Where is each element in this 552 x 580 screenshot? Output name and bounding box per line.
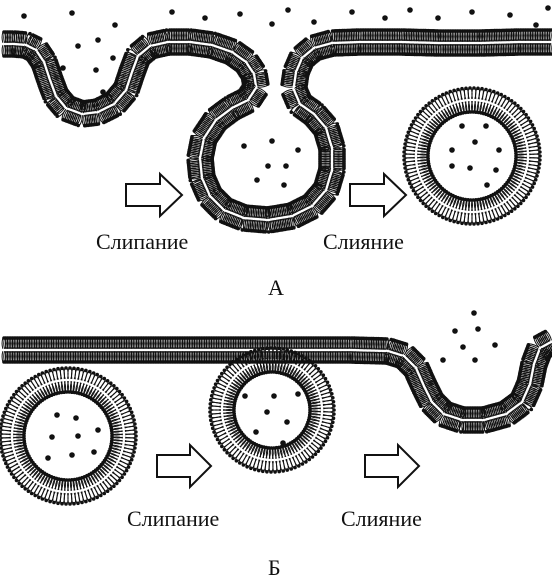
panel-b-letter: Б bbox=[268, 555, 281, 580]
panel-b-step2-label: Слияние bbox=[341, 506, 422, 531]
panel-a-membrane-right-neck bbox=[280, 28, 552, 90]
panel-a-free-vesicle bbox=[402, 86, 542, 226]
panel-b-cargo-molecules bbox=[45, 310, 498, 461]
panel-a: Слипание Слияние А bbox=[1, 5, 552, 300]
panel-b: Слипание Слияние Б bbox=[0, 310, 552, 580]
panel-a-step1-label: Слипание bbox=[96, 229, 188, 254]
panel-b-membrane bbox=[1, 329, 552, 434]
panel-b-arrow-2-icon bbox=[364, 442, 421, 490]
panel-a-budding-vesicle bbox=[186, 79, 346, 234]
panel-b-free-vesicle bbox=[0, 366, 138, 506]
panel-b-step1-label: Слипание bbox=[127, 506, 219, 531]
panel-a-arrow-2-icon bbox=[349, 171, 408, 219]
panel-a-cargo-molecules bbox=[21, 5, 551, 188]
panel-b-arrow-1-icon bbox=[156, 442, 213, 490]
panel-a-membrane-with-invagination bbox=[1, 28, 270, 128]
panel-a-step2-label: Слияние bbox=[323, 229, 404, 254]
panel-a-arrow-1-icon bbox=[125, 171, 184, 219]
panel-b-docked-vesicle bbox=[208, 346, 336, 474]
panel-a-letter: А bbox=[268, 275, 284, 300]
